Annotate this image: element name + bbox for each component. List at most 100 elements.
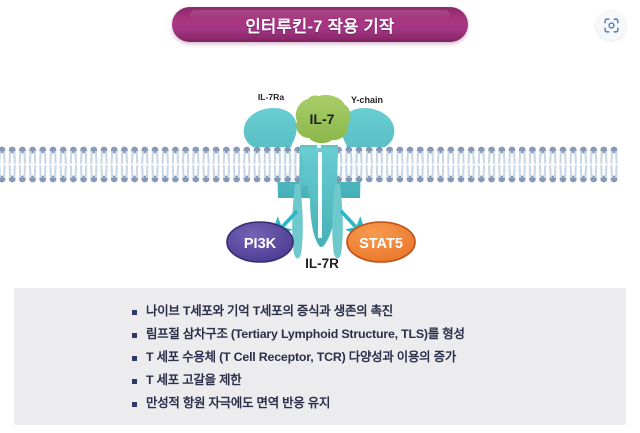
membrane-lipid-tail — [365, 164, 373, 179]
membrane-lipid-tail — [375, 150, 384, 165]
membrane-lipid-tail — [508, 150, 516, 165]
membrane-lipid-tail — [600, 150, 608, 165]
membrane-lipid-tail — [447, 150, 455, 165]
membrane-lipid-tail — [416, 164, 424, 179]
membrane-lipid-tail — [110, 164, 118, 179]
membrane-lipid-tail — [538, 164, 547, 179]
list-item: 림프절 삼차구조 (Tertiary Lymphoid Structure, T… — [14, 327, 626, 343]
membrane-lipid-tail — [396, 164, 404, 179]
membrane-lipid-tail — [579, 150, 588, 165]
membrane-lipid-tail — [508, 164, 516, 179]
membrane-lipid-tail — [0, 150, 6, 165]
membrane-lipid-tail — [253, 164, 261, 179]
membrane-lipid-tail — [161, 164, 169, 179]
membrane-lipid-tail — [385, 150, 394, 165]
membrane-lipid-tail — [436, 150, 445, 165]
receptor-spike-right — [332, 184, 343, 259]
membrane-lipid-tail — [181, 150, 190, 165]
il7-ligand-label: IL-7 — [310, 111, 335, 127]
membrane-lipid-tail — [18, 150, 27, 165]
membrane-lipid-tail — [161, 150, 169, 165]
receptor-gamma-label: Y-chain — [351, 95, 383, 105]
membrane-lipid-tail — [120, 164, 129, 179]
membrane-lipid-tail — [345, 150, 353, 165]
list-item-label: T 세포 수용체 (T Cell Receptor, TCR) 다양성과 이용의… — [146, 350, 457, 364]
membrane-lipid-tail — [263, 150, 271, 165]
membrane-lipid-tail — [222, 150, 231, 165]
bullet-marker-icon — [132, 379, 137, 384]
membrane-lipid-tail — [610, 150, 618, 165]
membrane-lipid-tail — [457, 150, 465, 165]
title-banner: 인터루킨-7 작용 기작 — [172, 7, 468, 42]
membrane-lipid-tail — [59, 164, 67, 179]
membrane-lipid-tail — [18, 164, 27, 179]
membrane-lipid-tail — [8, 150, 16, 165]
membrane-lipid-tail — [273, 164, 282, 179]
il7-signaling-diagram: IL-7 IL-7Ra Y-chain — [0, 48, 640, 282]
membrane-lipid-tail — [151, 164, 159, 179]
membrane-lipid-tail — [569, 150, 577, 165]
membrane-lipid-tail — [243, 164, 251, 179]
receptor-intracellular-tails — [300, 148, 338, 247]
bullet-marker-icon — [132, 402, 137, 407]
membrane-lipid-tail — [49, 164, 57, 179]
membrane-lipid-tail — [130, 150, 139, 165]
membrane-lipid-tail — [385, 164, 394, 179]
membrane-lipid-tail — [202, 150, 210, 165]
membrane-lipid-tail — [28, 150, 37, 165]
membrane-lipid-tail — [528, 164, 537, 179]
membrane-lipid-tail — [39, 150, 47, 165]
bullet-marker-icon — [132, 356, 137, 361]
membrane-lipid-tail — [375, 164, 384, 179]
membrane-lipid-tail — [39, 164, 47, 179]
list-item: 나이브 T세포와 기억 T세포의 증식과 생존의 촉진 — [14, 304, 626, 320]
membrane-lipid-tail — [90, 150, 98, 165]
scan-viewfinder-icon — [603, 17, 619, 33]
membrane-lipid-tail — [120, 150, 129, 165]
membrane-lipid-tail — [569, 164, 577, 179]
membrane-lipid-tail — [436, 164, 445, 179]
membrane-lipid-tail — [171, 164, 180, 179]
membrane-lipid-tail — [192, 150, 200, 165]
membrane-lipid-tail — [151, 150, 159, 165]
scan-viewfinder-button[interactable] — [596, 10, 626, 40]
membrane-lipid-tail — [355, 150, 363, 165]
membrane-lipid-tail — [467, 164, 475, 179]
membrane-lipid-tail — [202, 164, 210, 179]
list-item-label: 나이브 T세포와 기억 T세포의 증식과 생존의 촉진 — [146, 304, 393, 318]
key-points-panel: 나이브 T세포와 기억 T세포의 증식과 생존의 촉진 림프절 삼차구조 (Te… — [14, 288, 626, 425]
membrane-lipid-tail — [232, 164, 241, 179]
membrane-lipid-tail — [49, 150, 57, 165]
membrane-lipid-tail — [141, 150, 149, 165]
membrane-lipid-tail — [396, 150, 404, 165]
membrane-lipid-tail — [171, 150, 180, 165]
list-item-label: 림프절 삼차구조 (Tertiary Lymphoid Structure, T… — [146, 327, 465, 341]
membrane-lipid-tail — [69, 164, 78, 179]
plasma-membrane — [0, 145, 622, 185]
membrane-lipid-tail — [181, 164, 190, 179]
membrane-lipid-tail — [212, 164, 220, 179]
membrane-lipid-tail — [192, 164, 200, 179]
membrane-lipid-tail — [110, 150, 118, 165]
membrane-lipid-tail — [69, 150, 78, 165]
il7r-label: IL-7R — [305, 256, 339, 271]
membrane-lipid-tail — [283, 150, 292, 165]
membrane-lipid-tail — [0, 164, 6, 179]
membrane-lipid-tail — [222, 164, 231, 179]
list-item-label: T 세포 고갈을 제한 — [146, 373, 242, 387]
membrane-lipid-tail — [283, 164, 292, 179]
membrane-lipid-tail — [610, 164, 618, 179]
membrane-lipid-tail — [538, 150, 547, 165]
pi3k-label: PI3K — [244, 236, 277, 252]
membrane-lipid-tail — [263, 164, 271, 179]
membrane-lipid-tail — [355, 164, 363, 179]
membrane-lipid-tail — [8, 164, 16, 179]
list-item-label: 만성적 항원 자극에도 면역 반응 유지 — [146, 396, 331, 410]
membrane-lipid-tail — [518, 164, 526, 179]
il7-ligand: IL-7 — [295, 95, 351, 144]
membrane-lipid-tail — [498, 164, 506, 179]
membrane-lipid-tail — [28, 164, 37, 179]
stat5-node: STAT5 — [346, 221, 416, 263]
membrane-lipid-tail — [79, 164, 88, 179]
